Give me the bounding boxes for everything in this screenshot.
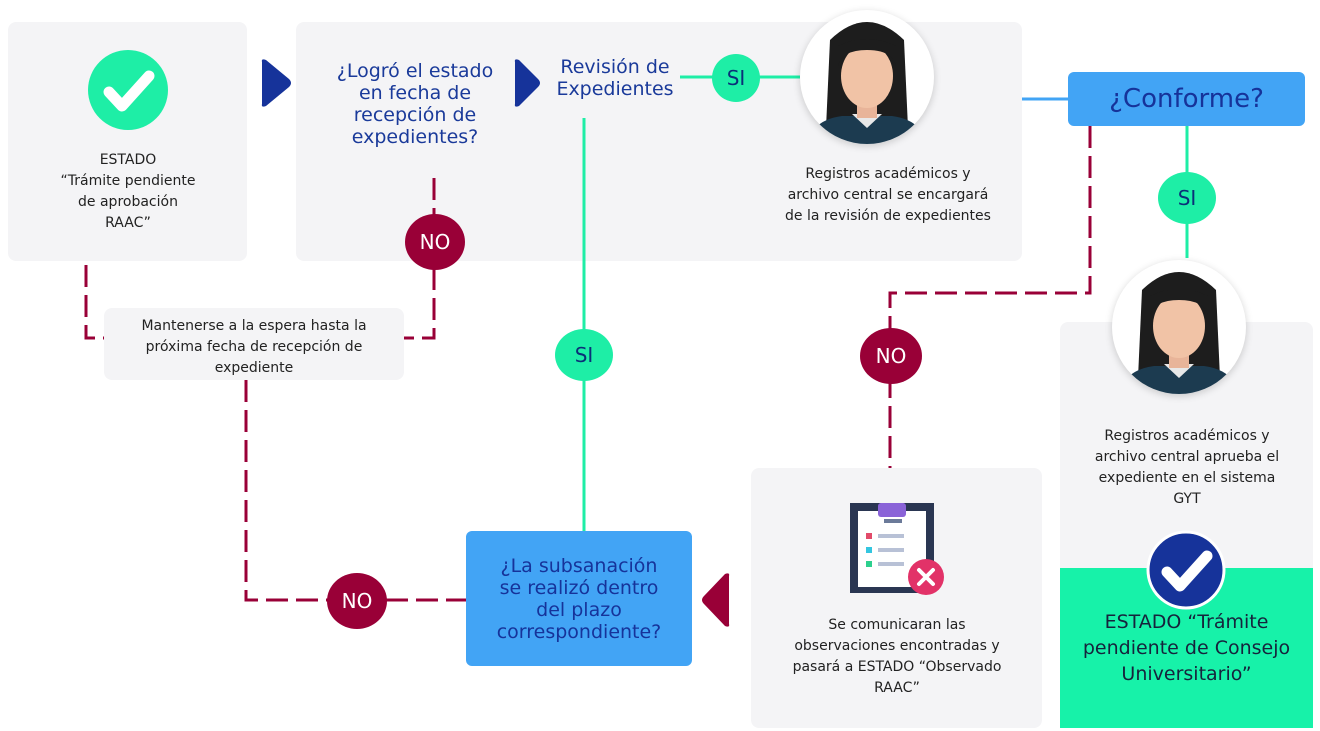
estado-line: de aprobación	[78, 194, 178, 210]
revision-line: Revisión de	[560, 56, 670, 78]
badge-label: NO	[875, 344, 907, 368]
arrow-left-icon	[701, 572, 733, 632]
registros-line: Registros académicos y	[1104, 428, 1270, 444]
registros-line: GYT	[1173, 491, 1201, 507]
q-line: ¿Logró el estado	[336, 60, 494, 82]
subsanacion-line: correspondiente?	[496, 620, 662, 643]
q-line: expedientes?	[351, 126, 479, 148]
dashed-line-estado-espera	[84, 265, 104, 340]
subsanacion-line: del plazo	[536, 598, 622, 621]
dashed-line-espera-no	[244, 380, 466, 602]
estado-final-line: Universitario”	[1121, 663, 1252, 685]
estado-line: RAAC”	[105, 215, 151, 231]
badge-label: SI	[1177, 186, 1197, 210]
subsanacion-box: ¿La subsanación se realizó dentro del pl…	[466, 531, 692, 666]
dashed-line-q-espera	[404, 178, 436, 340]
si-badge-revision: SI	[712, 54, 760, 102]
revision-expedientes-label: Revisión de Expedientes	[540, 56, 690, 100]
q-line: recepción de	[353, 104, 477, 126]
espera-panel	[104, 308, 404, 380]
espera-line: expediente	[214, 360, 294, 376]
espera-text: Mantenerse a la espera hasta la próxima …	[106, 316, 402, 379]
espera-line: próxima fecha de recepción de	[145, 339, 363, 355]
registros-line: expediente en el sistema	[1098, 470, 1276, 486]
estado-pendiente-text: ESTADO “Trámite pendiente de aprobación …	[28, 150, 228, 234]
badge-label: NO	[341, 589, 373, 613]
registros-line: de la revisión de expedientes	[785, 208, 991, 224]
person-avatar-icon	[800, 10, 934, 144]
revision-line: Expedientes	[556, 78, 674, 100]
registros-revision-text: Registros académicos y archivo central s…	[758, 164, 1018, 227]
arrow-right-icon	[258, 58, 292, 112]
registros-aprueba-text: Registros académicos y archivo central a…	[1066, 426, 1308, 510]
registros-line: archivo central se encargará	[787, 187, 989, 203]
q-line: en fecha de	[358, 82, 472, 104]
estado-line: ESTADO	[99, 152, 157, 168]
person-avatar-icon	[1112, 260, 1246, 394]
si-badge-subsanacion: SI	[555, 329, 613, 381]
check-circle-icon	[1146, 530, 1226, 610]
check-circle-icon	[88, 50, 168, 130]
q-fecha-recepcion: ¿Logró el estado en fecha de recepción d…	[320, 60, 510, 148]
registros-line: archivo central aprueba el	[1094, 449, 1280, 465]
conforme-box: ¿Conforme?	[1068, 72, 1305, 126]
estado-final-line: pendiente de Consejo	[1082, 637, 1291, 659]
observaciones-line: observaciones encontradas y	[794, 638, 1000, 654]
checklist-reject-icon	[850, 503, 946, 595]
conforme-label: ¿Conforme?	[1109, 84, 1264, 114]
badge-label: SI	[726, 66, 746, 90]
espera-line: Mantenerse a la espera hasta la	[141, 318, 367, 334]
no-badge-fecha: NO	[405, 214, 465, 270]
observaciones-line: Se comunicaran las	[828, 617, 966, 633]
estado-final-box: ESTADO “Trámite pendiente de Consejo Uni…	[1060, 568, 1313, 728]
badge-label: NO	[419, 230, 451, 254]
estado-line: “Trámite pendiente	[60, 173, 196, 189]
no-badge-subsanacion: NO	[327, 573, 387, 629]
si-badge-conforme: SI	[1158, 172, 1216, 224]
observaciones-line: pasará a ESTADO “Observado	[792, 659, 1002, 675]
subsanacion-line: se realizó dentro	[499, 576, 659, 599]
registros-line: Registros académicos y	[805, 166, 971, 182]
badge-label: SI	[574, 343, 594, 367]
no-badge-conforme: NO	[860, 328, 922, 384]
arrow-right-icon	[511, 58, 541, 112]
observaciones-text: Se comunicaran las observaciones encontr…	[756, 615, 1038, 699]
observaciones-line: RAAC”	[874, 680, 920, 696]
estado-final-line: ESTADO “Trámite	[1104, 611, 1269, 633]
subsanacion-line: ¿La subsanación	[500, 554, 658, 577]
